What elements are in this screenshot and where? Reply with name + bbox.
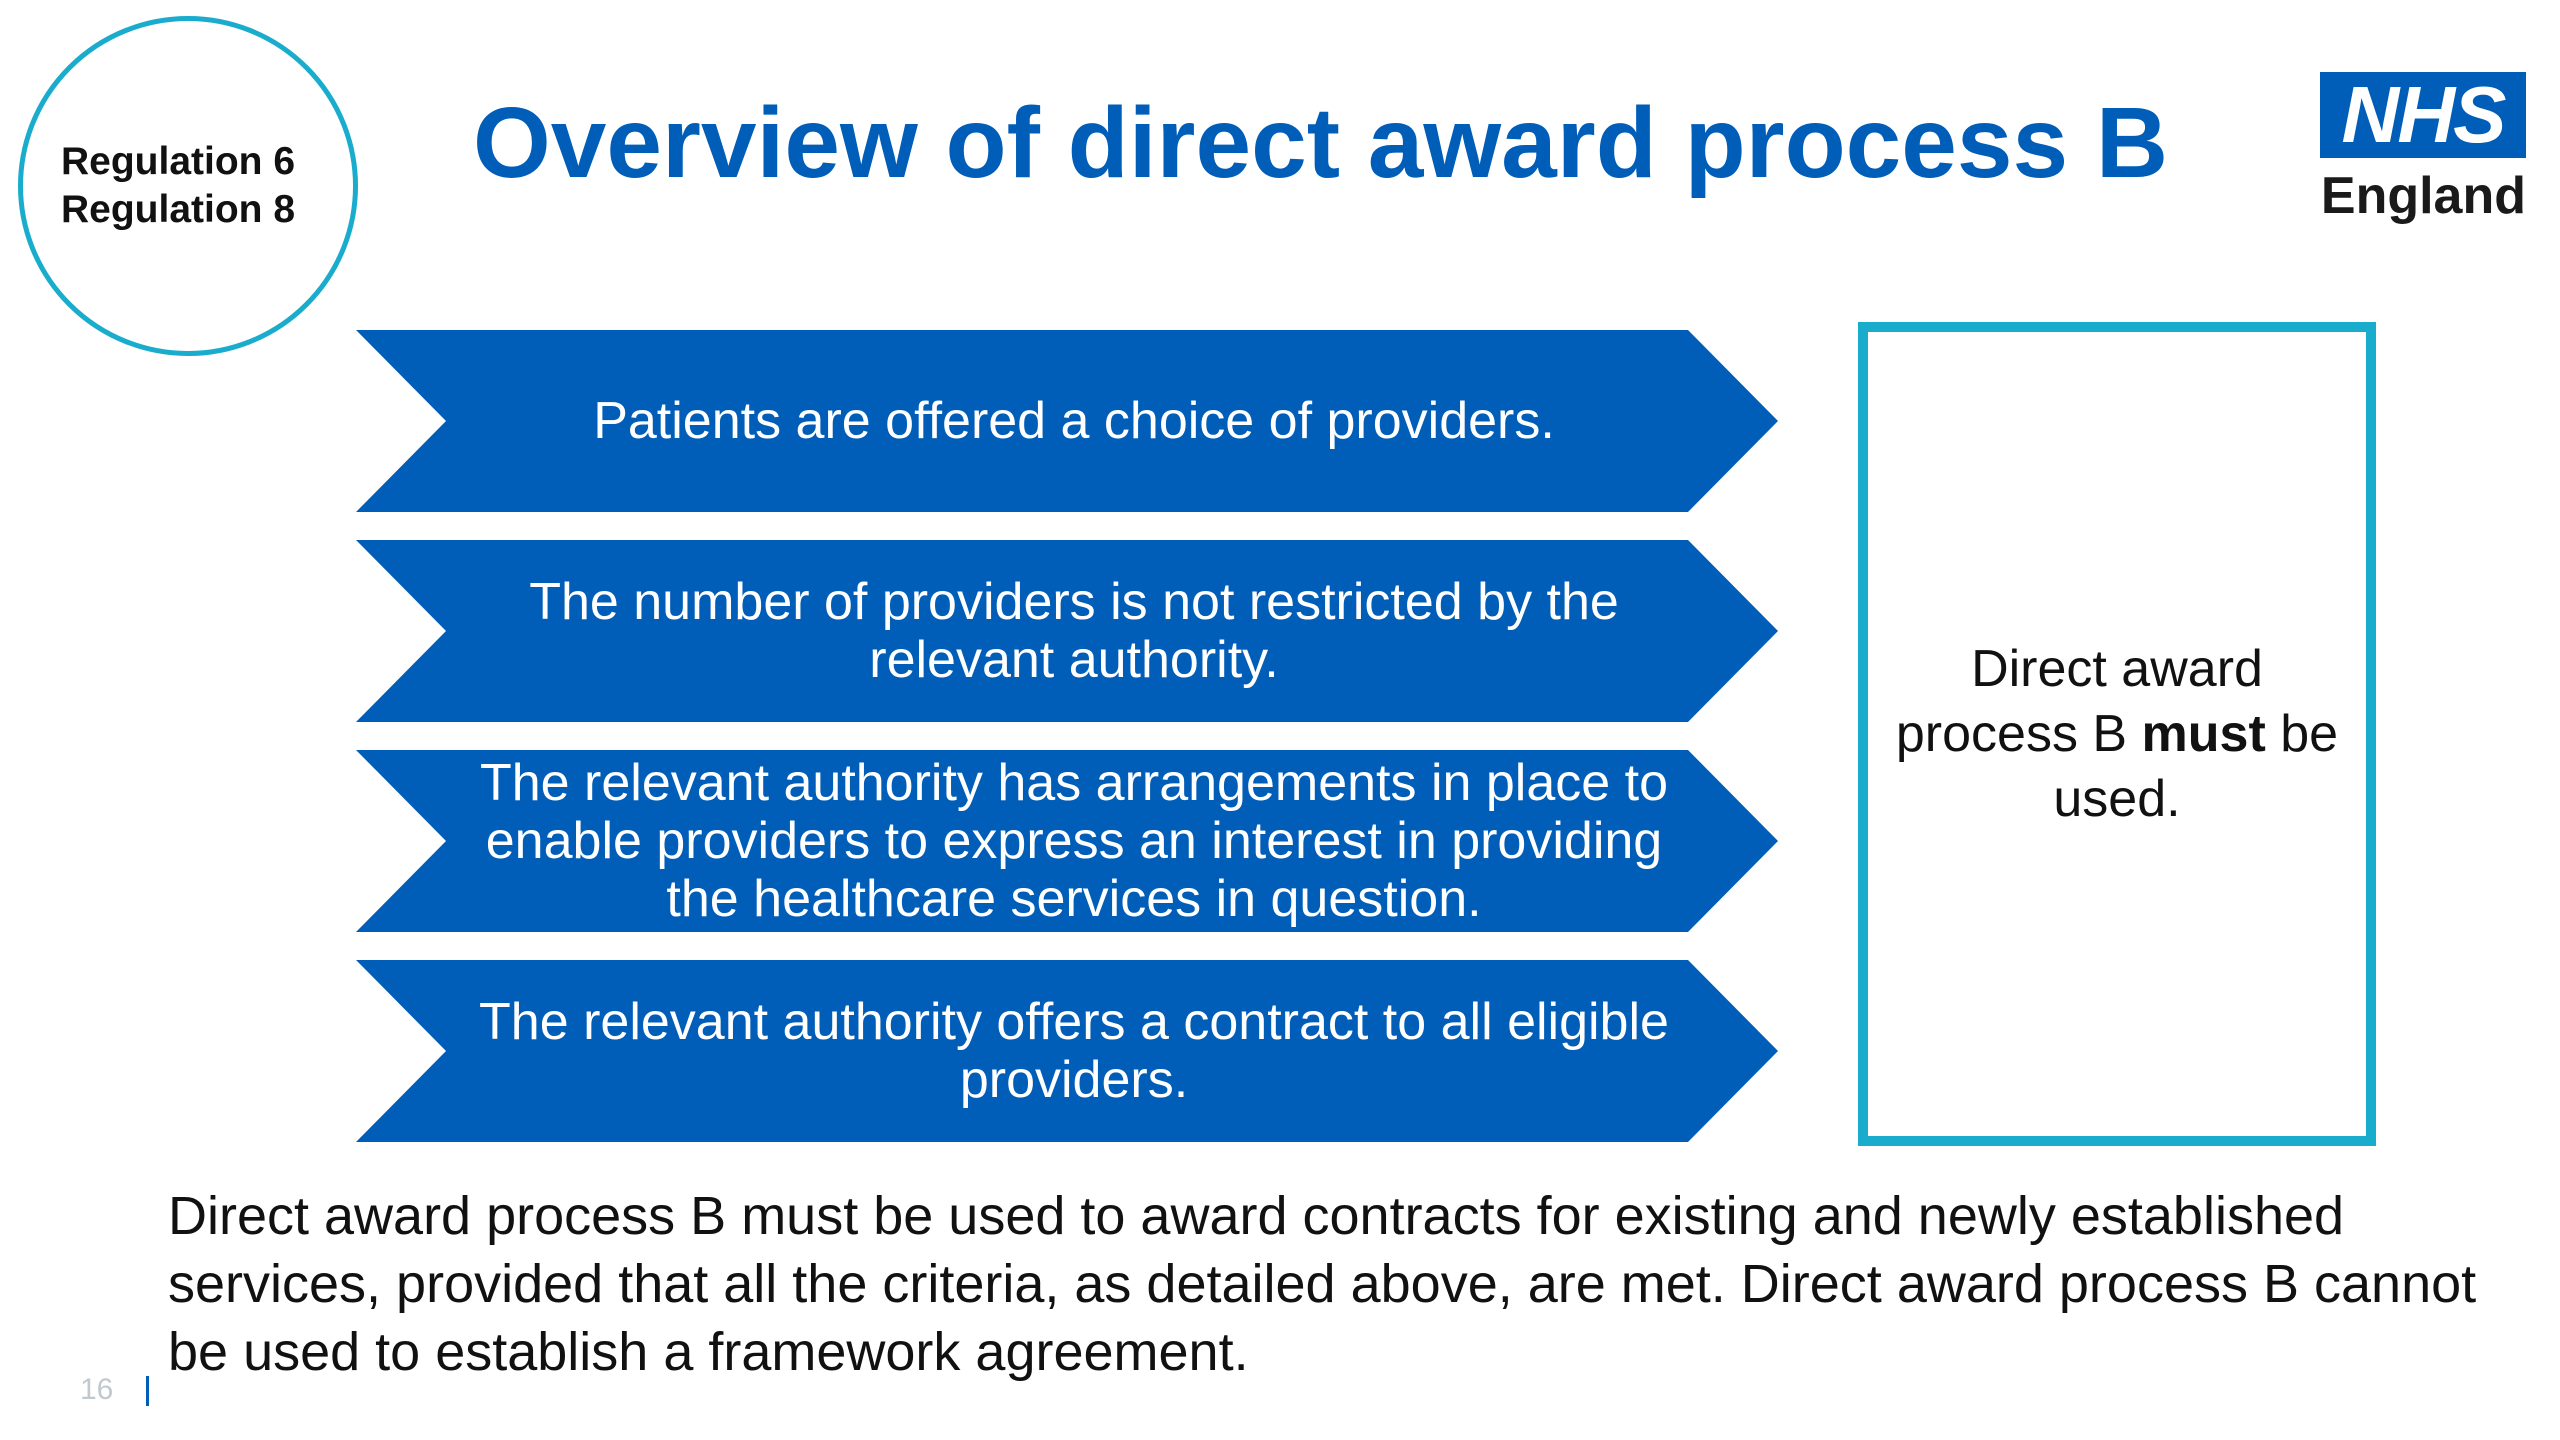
regulation-label-2: Regulation 8 [60,188,296,231]
page-number: 16 [80,1373,114,1406]
regulation-badge: Regulation 6 Regulation 8 [18,16,358,356]
criterion-text-4: The relevant authority offers a contract… [479,993,1669,1109]
nhs-england-logo: NHS England [2308,72,2526,232]
nhs-logo-text: NHS [2341,70,2507,159]
criterion-chevron-2: The number of providers is not restricte… [356,540,1778,722]
criterion-text-2: The number of providers is not restricte… [529,573,1619,689]
regulation-label-1: Regulation 6 [60,140,296,183]
result-prefix: Direct award process B [1895,639,2263,763]
result-box: Direct award process B must be used. [1858,322,2376,1146]
criterion-chevron-4: The relevant authority offers a contract… [356,960,1778,1142]
slide-title: Overview of direct award process B [473,87,2169,199]
nhs-logo-mark: NHS [2320,72,2526,158]
footnote-paragraph: Direct award process B must be used to a… [168,1186,2477,1382]
criterion-chevron-3: The relevant authority has arrangements … [356,750,1778,932]
result-suffix: be used. [2053,704,2339,828]
criterion-chevron-1: Patients are offered a choice of provide… [356,330,1778,512]
result-emphasis: must [2141,704,2266,763]
page-number-divider [146,1376,149,1406]
nhs-logo-subtitle: England [2320,167,2526,225]
result-text: Direct award process B must be used. [1868,637,2366,832]
criterion-text-3: The relevant authority has arrangements … [479,754,1668,928]
criterion-text-1: Patients are offered a choice of provide… [593,392,1555,450]
